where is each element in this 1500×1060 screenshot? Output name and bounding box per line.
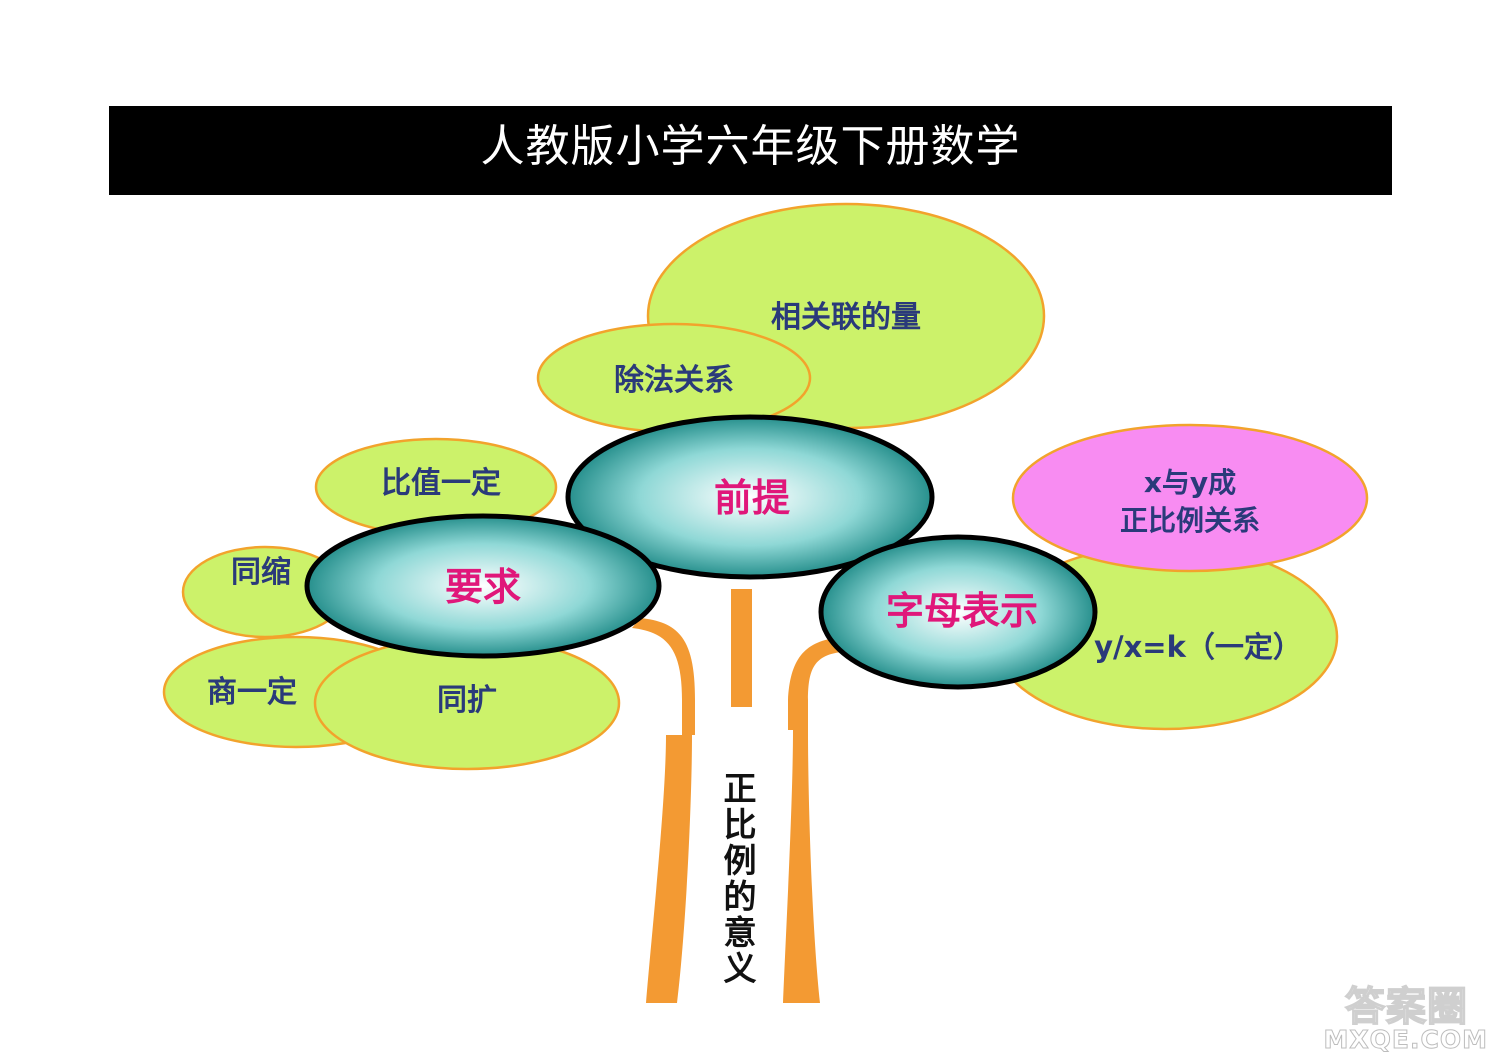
leaf-expand-together: 同扩 — [313, 635, 621, 771]
leaf-division-relation: 除法关系 — [536, 322, 812, 434]
title-banner: 人教版小学六年级下册数学 — [109, 106, 1392, 195]
watermark-logo-text: 答案圈 — [1344, 983, 1468, 1031]
tree-trunk — [632, 589, 842, 1003]
leaf-related-quantities-label: 相关联的量 — [771, 300, 921, 335]
trunk-label-char: 正 — [724, 769, 757, 808]
leaf-shrink-together: 同缩 — [181, 545, 349, 639]
leaf-formula-label: y/x=k（一定） — [1094, 630, 1302, 664]
trunk-label-char: 的 — [724, 877, 757, 916]
hub-requirement: 要求 — [304, 513, 662, 659]
leaf-xy-proportional-line2: 正比例关系 — [1120, 504, 1260, 537]
trunk-label-char: 义 — [724, 949, 757, 988]
watermark: 答案圈 MXQE.COM — [1313, 974, 1488, 1054]
leaf-ratio-constant-label: 比值一定 — [381, 466, 501, 501]
leaf-shrink-together-label: 同缩 — [231, 555, 291, 590]
hub-premise: 前提 — [565, 414, 935, 580]
page-title: 人教版小学六年级下册数学 — [480, 121, 1021, 172]
hub-letter-representation-label: 字母表示 — [886, 589, 1038, 633]
leaf-ratio-constant: 比值一定 — [314, 437, 558, 537]
trunk-label-char: 意 — [724, 913, 757, 952]
trunk-label-char: 例 — [724, 841, 757, 880]
leaf-division-relation-label: 除法关系 — [614, 363, 734, 398]
leaf-xy-proportional: x与y成 正比例关系 — [1011, 423, 1369, 573]
leaf-xy-proportional-line1: x与y成 — [1144, 466, 1236, 499]
hub-premise-label: 前提 — [714, 476, 790, 520]
leaf-expand-together-label: 同扩 — [437, 683, 497, 718]
trunk-label-char: 比 — [724, 805, 757, 844]
leaf-quotient-constant-label: 商一定 — [207, 675, 297, 710]
hub-letter-representation: 字母表示 — [818, 534, 1098, 690]
trunk-label: 正 比 例 的 意 义 — [724, 769, 757, 988]
hub-requirement-label: 要求 — [445, 565, 521, 609]
watermark-url: MXQE.COM — [1323, 1025, 1488, 1055]
